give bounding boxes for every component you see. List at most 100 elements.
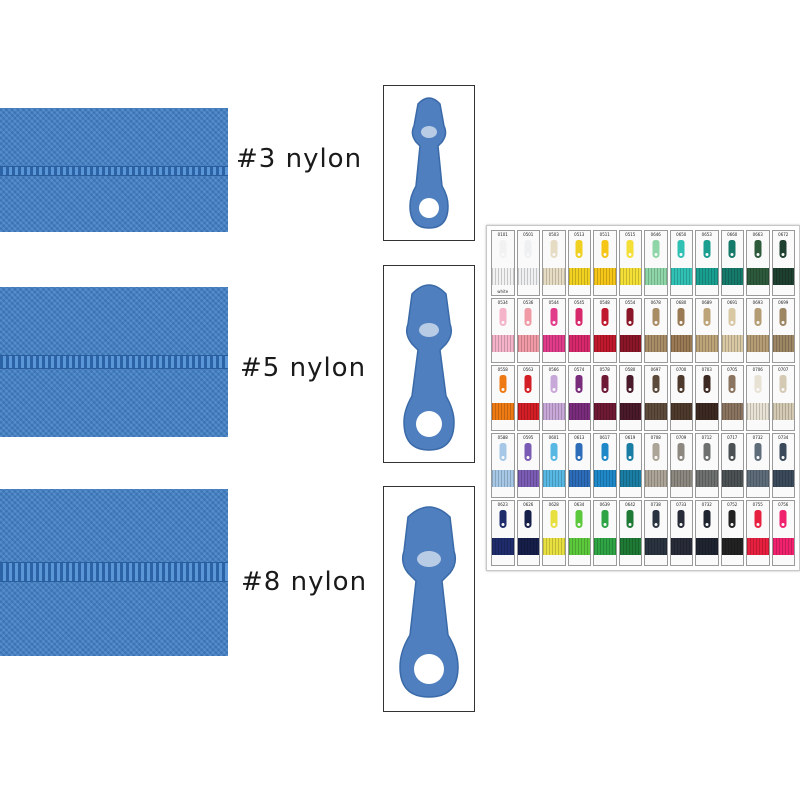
swatch-code: 0708 bbox=[650, 434, 661, 440]
tape-sample bbox=[645, 537, 667, 555]
swatch-code: 0601 bbox=[548, 434, 559, 440]
swatch-code: 0738 bbox=[650, 502, 661, 508]
color-swatch: 0712 bbox=[695, 432, 719, 499]
color-swatch: 0709 bbox=[669, 432, 693, 499]
tape-sample bbox=[619, 402, 641, 420]
zipper-pull-icon bbox=[652, 510, 660, 529]
tape-sample bbox=[696, 537, 718, 555]
swatch-code: 0613 bbox=[574, 434, 585, 440]
zipper-pull-icon bbox=[550, 510, 558, 529]
zipper-pull-icon bbox=[728, 442, 736, 461]
swatch-code: 0574 bbox=[574, 367, 585, 373]
zipper-pull-icon bbox=[626, 510, 634, 529]
swatch-code: 0617 bbox=[599, 434, 610, 440]
color-swatch: 0548 bbox=[593, 297, 617, 364]
swatch-code: 0558 bbox=[497, 367, 508, 373]
color-swatch: 0628 bbox=[542, 500, 566, 566]
zipper-pull-icon bbox=[677, 307, 685, 326]
tape-sample bbox=[696, 402, 718, 420]
tape-sample bbox=[543, 402, 565, 420]
zipper-pull-icon bbox=[575, 307, 583, 326]
swatch-code: 0563 bbox=[523, 367, 534, 373]
color-swatch: 0706 bbox=[746, 365, 770, 431]
zipper-pull-icon bbox=[550, 442, 558, 461]
tape-sample bbox=[772, 335, 794, 353]
color-swatch: 0101 white bbox=[491, 230, 515, 296]
swatch-code: 0619 bbox=[625, 434, 636, 440]
swatch-code: 0699 bbox=[778, 299, 789, 305]
tape-sample bbox=[492, 537, 514, 555]
color-swatch: 0595 bbox=[516, 432, 540, 499]
tape-sample bbox=[543, 267, 565, 285]
zipper-pull-icon bbox=[779, 375, 787, 394]
swatch-code: 0534 bbox=[497, 299, 508, 305]
slider-box-8 bbox=[383, 486, 475, 712]
color-swatch: 0653 bbox=[695, 230, 719, 296]
color-swatch: 0501 bbox=[516, 230, 540, 296]
zipper-pull-icon bbox=[575, 240, 583, 258]
swatch-code: 0554 bbox=[625, 299, 636, 305]
swatch-code: 0663 bbox=[752, 232, 763, 237]
tape-sample bbox=[645, 335, 667, 353]
color-swatch: 0601 bbox=[542, 432, 566, 499]
swatch-code: 0623 bbox=[497, 502, 508, 508]
zipper-pull-icon bbox=[499, 375, 507, 394]
swatch-code: 0697 bbox=[650, 367, 661, 373]
color-swatch: 0732 bbox=[695, 500, 719, 566]
tape-sample bbox=[747, 267, 769, 285]
color-swatch: 0703 bbox=[695, 365, 719, 431]
zipper-pull-icon bbox=[626, 307, 634, 326]
swatch-code: 0733 bbox=[676, 502, 687, 508]
color-swatch: 0752 bbox=[720, 500, 744, 566]
zipper-pull-icon bbox=[703, 442, 711, 461]
swatch-code: 0544 bbox=[548, 299, 559, 305]
color-swatch: 0623 bbox=[491, 500, 515, 566]
zipper-pull-icon bbox=[575, 510, 583, 529]
color-swatch: 0554 bbox=[618, 297, 642, 364]
swatch-code: 0672 bbox=[778, 232, 789, 237]
swatch-code: 0515 bbox=[625, 232, 636, 237]
zipper-pull-icon bbox=[499, 307, 507, 326]
swatch-code: 0712 bbox=[701, 434, 712, 440]
swatch-name: white bbox=[497, 288, 509, 294]
zipper-pull-icon bbox=[754, 510, 762, 529]
tape-sample bbox=[721, 335, 743, 353]
zipper-tape-3 bbox=[0, 108, 228, 232]
swatch-code: 0755 bbox=[752, 502, 763, 508]
swatch-code: 0101 bbox=[497, 232, 508, 237]
zipper-teeth-8 bbox=[0, 562, 228, 582]
zipper-pull-icon bbox=[601, 240, 609, 258]
tape-sample bbox=[772, 470, 794, 488]
color-swatch: 0707 bbox=[771, 365, 795, 431]
tape-sample bbox=[594, 537, 616, 555]
color-swatch: 0697 bbox=[644, 365, 668, 431]
color-swatch: 0732 bbox=[746, 432, 770, 499]
color-swatch: 0545 bbox=[567, 297, 591, 364]
zipper-tape-5 bbox=[0, 287, 228, 437]
color-swatch: 0536 bbox=[516, 297, 540, 364]
zipper-pull-icon bbox=[524, 442, 532, 461]
tape-sample bbox=[543, 537, 565, 555]
swatch-code: 0705 bbox=[727, 367, 738, 373]
color-swatch: 0574 bbox=[567, 365, 591, 431]
color-swatch: 0756 bbox=[771, 500, 795, 566]
color-swatch: 0646 bbox=[644, 230, 668, 296]
swatch-code: 0700 bbox=[676, 367, 687, 373]
zipper-pull-icon bbox=[703, 240, 711, 258]
color-swatch: 0738 bbox=[644, 500, 668, 566]
zipper-pull-icon bbox=[754, 442, 762, 461]
tape-sample bbox=[670, 402, 692, 420]
color-swatch: 0642 bbox=[618, 500, 642, 566]
tape-sample bbox=[568, 335, 590, 353]
zipper-pull-icon bbox=[575, 442, 583, 461]
swatch-code: 0595 bbox=[523, 434, 534, 440]
tape-sample bbox=[747, 537, 769, 555]
zipper-pull-icon bbox=[499, 510, 507, 529]
color-swatch: 0515 bbox=[618, 230, 642, 296]
color-swatch: 0544 bbox=[542, 297, 566, 364]
swatch-code: 0693 bbox=[752, 299, 763, 305]
swatch-code: 0680 bbox=[676, 299, 687, 305]
zipper-teeth-5 bbox=[0, 355, 228, 369]
tape-sample bbox=[619, 470, 641, 488]
